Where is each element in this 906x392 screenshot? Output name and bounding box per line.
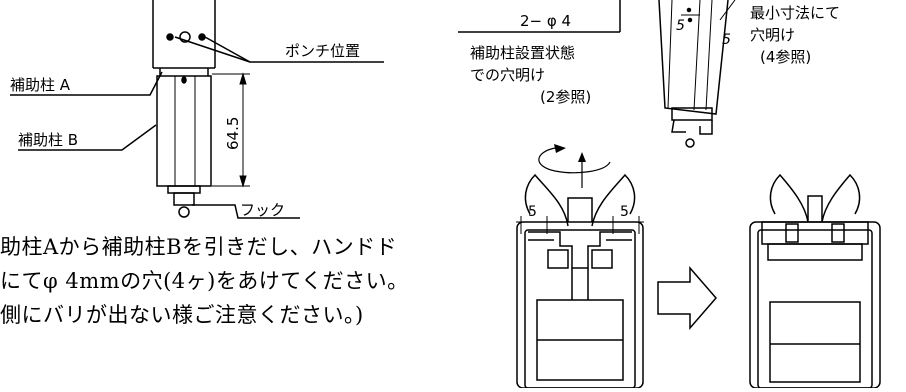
leader-column-a <box>10 71 163 96</box>
hole-spec-underline <box>458 0 621 33</box>
punch-position-marks <box>166 31 206 43</box>
dimension-5-left: 5 <box>528 204 537 220</box>
label-column-b: 補助柱 B <box>18 131 78 149</box>
column-with-holes <box>658 0 736 148</box>
hook <box>167 185 201 218</box>
dimension-line-64-5 <box>212 72 250 188</box>
min-dimension-reference: (4参照) <box>760 48 811 66</box>
min-dimension-line-2: 穴明け <box>750 26 795 44</box>
rotation-arrow <box>538 144 611 188</box>
instruction-line-2: にてφ 4mmの穴(4ヶ)をあけてください。 <box>0 269 409 293</box>
dimension-5-right: 5 <box>620 204 629 220</box>
transition-arrow <box>657 265 717 331</box>
auxiliary-column-b <box>156 75 212 187</box>
hole-spec: 2− φ 4 <box>520 12 571 30</box>
note-line-2: での穴明け <box>470 66 545 84</box>
auxiliary-column-a <box>152 0 216 69</box>
handle-assembly-before <box>516 173 644 389</box>
dimension-5-column-left: 5 <box>676 18 685 34</box>
handle-assembly-after <box>749 173 881 389</box>
dimension-64-5: 64.5 <box>224 117 242 150</box>
label-hook: フック <box>240 201 285 219</box>
dimension-5-column-right: 5 <box>722 32 731 48</box>
leader-column-b <box>18 124 157 151</box>
label-column-a: 補助柱 A <box>10 76 71 94</box>
note-reference: (2参照) <box>540 88 591 106</box>
min-dimension-line-1: 最小寸法にて <box>750 4 840 22</box>
label-punch-position: ポンチ位置 <box>285 42 360 60</box>
instruction-line-3: 側にバリが出ない様ご注意ください。) <box>0 303 364 327</box>
leader-hook <box>192 204 300 219</box>
note-line-1: 補助柱設置状態 <box>470 44 575 62</box>
instruction-line-1: 助柱Aから補助柱Bを引きだし、ハンドド <box>0 235 398 259</box>
